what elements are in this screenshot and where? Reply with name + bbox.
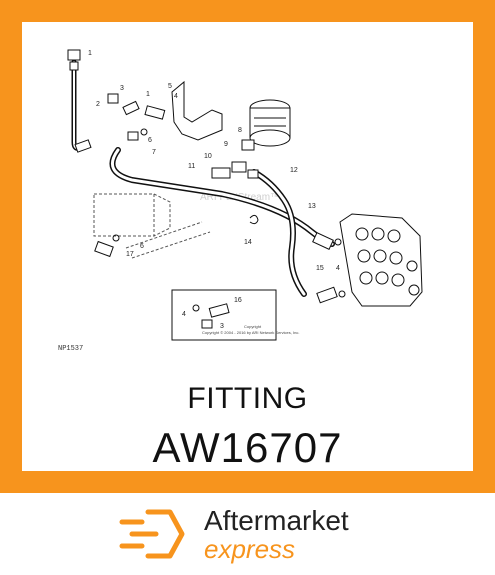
product-number: AW16707 — [152, 424, 343, 471]
callout-label: 9 — [224, 141, 228, 148]
hose-lower — [251, 169, 307, 297]
callout-label: 8 — [238, 127, 242, 134]
filter-canister — [249, 99, 291, 147]
callout-label: 17 — [126, 251, 134, 258]
hose-end-fitting — [74, 139, 92, 153]
parts-diagram: ARI PartStream™ — [58, 49, 423, 353]
product-card: ARI PartStream™ — [22, 22, 473, 471]
callout-label: 12 — [290, 167, 298, 174]
callout-label: 3 — [220, 323, 224, 330]
callout-label: 4 — [182, 311, 186, 318]
brand-name-line2: express — [204, 534, 296, 564]
nut-fitting — [107, 93, 119, 104]
callout-label: 16 — [234, 297, 242, 304]
hose-main — [109, 147, 335, 247]
inset-frame — [171, 289, 277, 341]
o-ring-lower — [112, 234, 120, 242]
hose-nut — [69, 61, 79, 71]
callout-label: 10 — [204, 153, 212, 160]
o-ring-lower-right — [338, 290, 346, 298]
callout-label: 1 — [146, 91, 150, 98]
o-ring — [140, 128, 148, 136]
inset-plug — [201, 319, 213, 329]
inset-copyright: Copyright © 2004 - 2016 by ARI Network S… — [202, 330, 299, 335]
callout-label: 13 — [308, 203, 316, 210]
product-name: FITTING — [187, 382, 308, 415]
callout-label: 7 — [152, 149, 156, 156]
o-ring-upper-right — [334, 238, 342, 246]
coupler-fitting — [247, 169, 259, 179]
control-valve-assembly — [339, 213, 423, 307]
elbow-fitting-upper-right — [312, 232, 334, 250]
inset-copyright-label: Copyright — [244, 324, 262, 329]
callout-label: 5 — [168, 83, 172, 90]
callout-label: 1 — [88, 50, 92, 57]
callout-labels: 1 2 3 1 5 4 7 6 8 9 10 11 12 13 14 6 17 … — [88, 50, 340, 330]
inset-fitting — [208, 303, 230, 318]
elbow-fitting-top — [67, 49, 81, 61]
callout-label: 6 — [140, 243, 144, 250]
tank-outline — [93, 193, 211, 259]
canister-fitting — [241, 139, 255, 151]
callout-label: 3 — [120, 85, 124, 92]
valve-block — [171, 80, 223, 141]
union-fitting — [144, 105, 166, 120]
brand-name-line1: Aftermarket — [204, 505, 349, 536]
inset-o-ring — [192, 304, 200, 312]
diagram-reference-code: NP1537 — [58, 345, 83, 353]
plug-fitting — [127, 131, 139, 141]
callout-label: 15 — [316, 265, 324, 272]
adapter-fitting — [122, 100, 140, 116]
elbow-fitting-lower — [94, 240, 114, 258]
speed-hexagon-icon — [119, 509, 185, 559]
callout-label: 4 — [336, 265, 340, 272]
hose-left — [71, 59, 83, 151]
callout-label: 4 — [174, 93, 178, 100]
elbow-fitting-lower-right — [316, 286, 338, 304]
tee-fitting — [211, 167, 231, 179]
swivel-fitting — [231, 161, 247, 173]
callout-label: 14 — [244, 239, 252, 246]
clip — [249, 214, 259, 225]
callout-label: 11 — [188, 163, 195, 170]
callout-label: 6 — [148, 137, 152, 144]
callout-label: 2 — [96, 101, 100, 108]
footer — [0, 493, 495, 575]
